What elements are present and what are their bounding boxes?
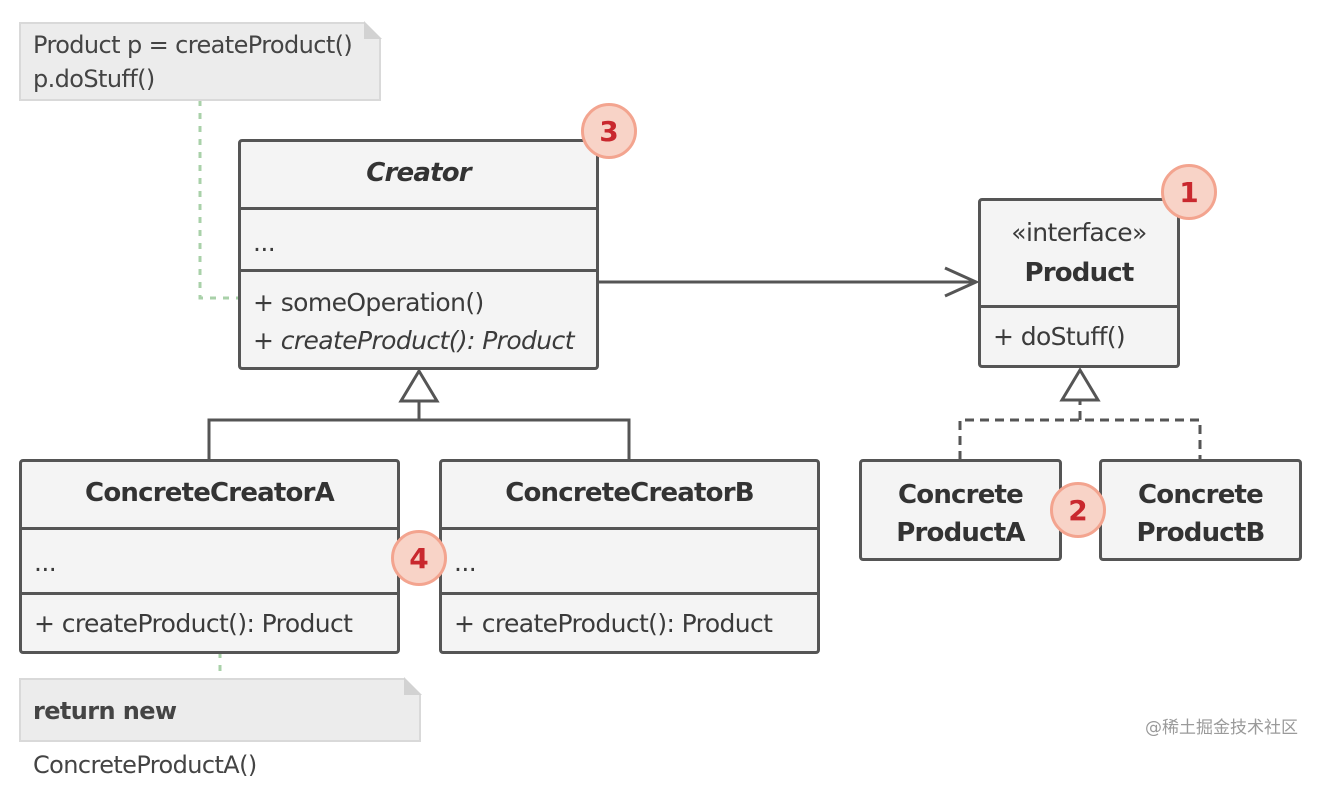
factory-method-note: return new ConcreteProductA()	[19, 677, 422, 779]
concrete-creator-b-methods: + createProduct(): Product	[442, 592, 817, 651]
badge-1: 1	[1161, 164, 1217, 220]
concrete-product-a-line2: ProductA	[896, 518, 1025, 548]
concrete-product-a: Concrete ProductA	[859, 459, 1062, 561]
product-title: Product	[1024, 258, 1134, 288]
product-stereotype: «interface»	[1011, 218, 1147, 247]
realization-triangle	[1059, 367, 1101, 402]
note-line: Product p = createProduct()	[33, 31, 353, 59]
association-arrowhead	[944, 266, 980, 298]
concrete-product-b: Concrete ProductB	[1099, 459, 1302, 561]
product-methods: + doStuff()	[981, 305, 1177, 365]
realization-lines	[958, 418, 1202, 460]
product-header: «interface» Product	[981, 201, 1177, 305]
concrete-product-b-line1: Concrete	[1138, 480, 1264, 510]
note-fold	[404, 677, 422, 695]
concrete-product-b-line2: ProductB	[1136, 518, 1265, 548]
concrete-product-a-line1: Concrete	[898, 480, 1024, 510]
concrete-creator-a-methods: + createProduct(): Product	[22, 592, 397, 651]
concrete-creator-a-title: ConcreteCreatorA	[85, 478, 335, 508]
concrete-creator-b-title: ConcreteCreatorB	[505, 478, 754, 508]
badge-2: 2	[1050, 482, 1106, 538]
badge-4: 4	[391, 530, 447, 586]
note-fold	[364, 21, 382, 39]
note-keyword: return new	[33, 697, 177, 725]
note-text: ConcreteProductA()	[33, 751, 257, 779]
concrete-creator-a: ConcreteCreatorA ... + createProduct(): …	[19, 459, 400, 654]
client-note-connector	[198, 100, 238, 300]
product-interface: «interface» Product + doStuff()	[978, 198, 1180, 368]
client-code-note: Product p = createProduct() p.doStuff()	[19, 21, 382, 101]
method-some-operation: + someOperation()	[253, 288, 484, 317]
concrete-product-b-title: Concrete ProductB	[1102, 462, 1299, 552]
note-line: p.doStuff()	[33, 65, 155, 93]
inheritance-triangle	[398, 368, 440, 403]
creator-class: Creator ... + someOperation() + createPr…	[238, 139, 599, 370]
method-create-product: + createProduct(): Product	[253, 326, 575, 355]
concrete-creator-b: ConcreteCreatorB ... + createProduct(): …	[439, 459, 820, 654]
concrete-creator-a-fields: ...	[22, 527, 397, 592]
badge-3: 3	[581, 103, 637, 159]
concrete-product-a-title: Concrete ProductA	[862, 462, 1059, 552]
inheritance-creator-a	[207, 418, 631, 462]
watermark: @稀土掘金技术社区	[1145, 718, 1298, 738]
concrete-creator-b-fields: ...	[442, 527, 817, 592]
creator-methods: + someOperation() + createProduct(): Pro…	[241, 269, 596, 360]
creator-fields: ...	[241, 207, 596, 269]
creator-title: Creator	[366, 158, 471, 188]
